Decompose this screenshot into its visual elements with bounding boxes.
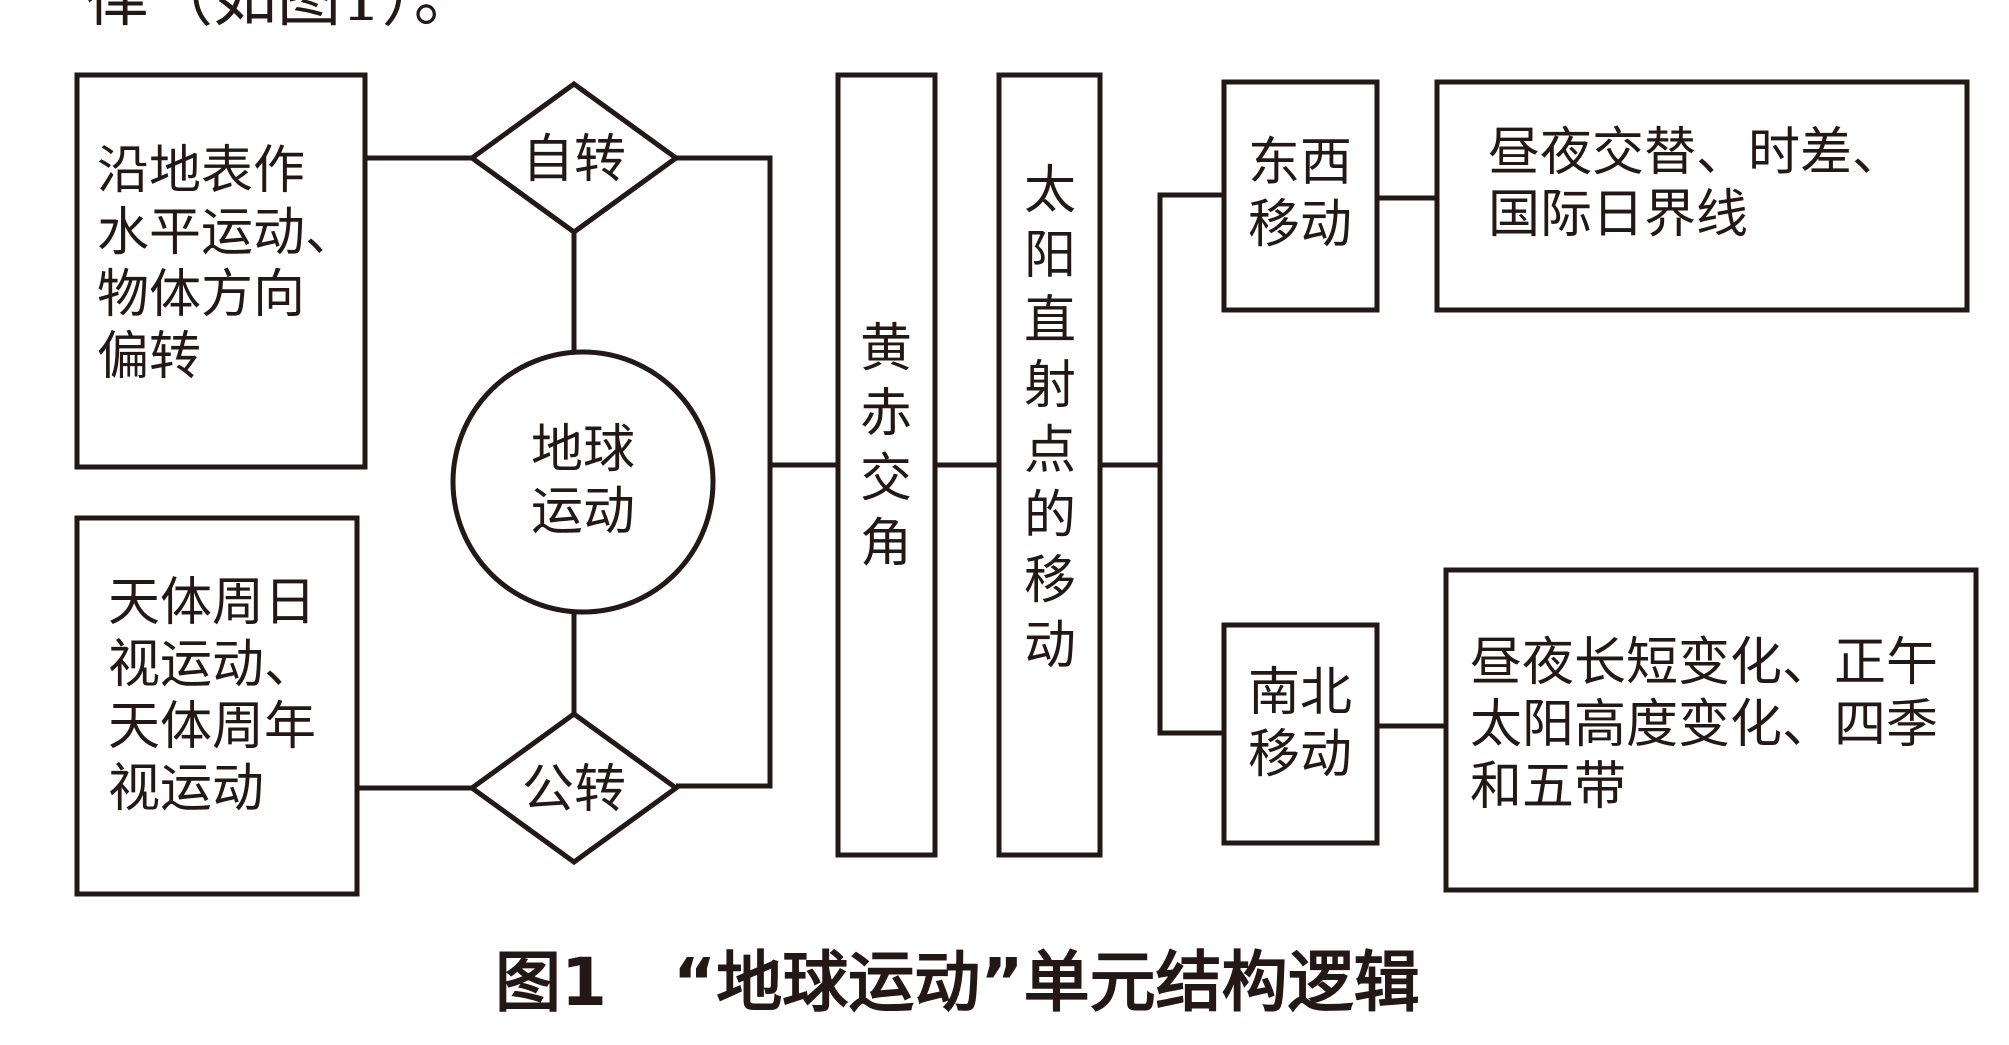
svg-text:移动: 移动 <box>1248 195 1352 255</box>
north-south-box <box>1221 622 1380 846</box>
surface-motion-text: 沿地表作 水平运动、 物体方向 偏转 <box>97 141 357 387</box>
svg-text:南北: 南北 <box>1248 663 1352 723</box>
obliquity-box <box>835 72 938 858</box>
east-west-box <box>1221 79 1380 313</box>
svg-text:沿地表作: 沿地表作 <box>97 141 305 201</box>
svg-text:视运动、: 视运动、 <box>108 635 316 695</box>
svg-text:直: 直 <box>1024 291 1076 351</box>
connector-lines <box>357 155 1446 791</box>
svg-text:移动: 移动 <box>1248 725 1352 785</box>
east-west-effects-text: 昼夜交替、时差、 国际日界线 <box>1488 123 1904 245</box>
svg-text:天体周日: 天体周日 <box>108 573 316 633</box>
north-south-effects-box <box>1443 567 1979 893</box>
east-west-text: 东西 移动 <box>1248 133 1352 255</box>
figure-caption: 图1 “地球运动”单元结构逻辑 <box>495 944 1420 1021</box>
north-south-text: 南北 移动 <box>1248 663 1352 785</box>
svg-text:阳: 阳 <box>1024 226 1076 286</box>
svg-text:物体方向: 物体方向 <box>97 265 305 325</box>
obliquity-text: 黄 赤 交 角 <box>860 319 912 574</box>
earth-motion-circle <box>450 349 716 615</box>
svg-text:移: 移 <box>1024 551 1076 611</box>
rotation-label: 自转 <box>522 130 626 190</box>
svg-text:点: 点 <box>1024 421 1076 481</box>
svg-text:昼夜交替、时差、: 昼夜交替、时差、 <box>1488 123 1904 183</box>
svg-text:运动: 运动 <box>531 482 635 542</box>
rotation-diamond <box>467 80 681 236</box>
svg-text:偏转: 偏转 <box>97 327 201 387</box>
svg-text:角: 角 <box>860 514 912 574</box>
earth-motion-text: 地球 运动 <box>531 420 635 542</box>
east-west-effects-box <box>1434 79 1970 313</box>
svg-text:太: 太 <box>1024 161 1076 221</box>
svg-text:射: 射 <box>1024 356 1076 416</box>
svg-text:国际日界线: 国际日界线 <box>1488 185 1748 245</box>
svg-text:东西: 东西 <box>1248 133 1352 193</box>
svg-text:交: 交 <box>860 449 912 509</box>
svg-text:和五带: 和五带 <box>1470 757 1626 817</box>
celestial-motion-text: 天体周日 视运动、 天体周年 视运动 <box>108 573 316 819</box>
revolution-diamond <box>467 710 681 866</box>
top-text-fragment: 律（如图1）。 <box>85 0 478 36</box>
revolution-label: 公转 <box>522 760 626 820</box>
subsolar-point-box <box>996 72 1103 858</box>
svg-text:地球: 地球 <box>531 420 635 480</box>
svg-text:动: 动 <box>1024 616 1076 676</box>
svg-text:赤: 赤 <box>860 384 912 444</box>
celestial-motion-box <box>74 515 360 897</box>
svg-text:昼夜长短变化、正午: 昼夜长短变化、正午 <box>1470 633 1938 693</box>
surface-motion-box <box>74 72 368 470</box>
svg-text:黄: 黄 <box>860 319 912 379</box>
svg-text:太阳高度变化、四季: 太阳高度变化、四季 <box>1470 695 1938 755</box>
svg-text:水平运动、: 水平运动、 <box>97 203 357 263</box>
svg-text:视运动: 视运动 <box>108 759 264 819</box>
svg-text:天体周年: 天体周年 <box>108 697 316 757</box>
svg-text:的: 的 <box>1024 486 1076 546</box>
subsolar-point-text: 太 阳 直 射 点 的 移 动 <box>1024 161 1076 676</box>
north-south-effects-text: 昼夜长短变化、正午 太阳高度变化、四季 和五带 <box>1470 633 1938 817</box>
